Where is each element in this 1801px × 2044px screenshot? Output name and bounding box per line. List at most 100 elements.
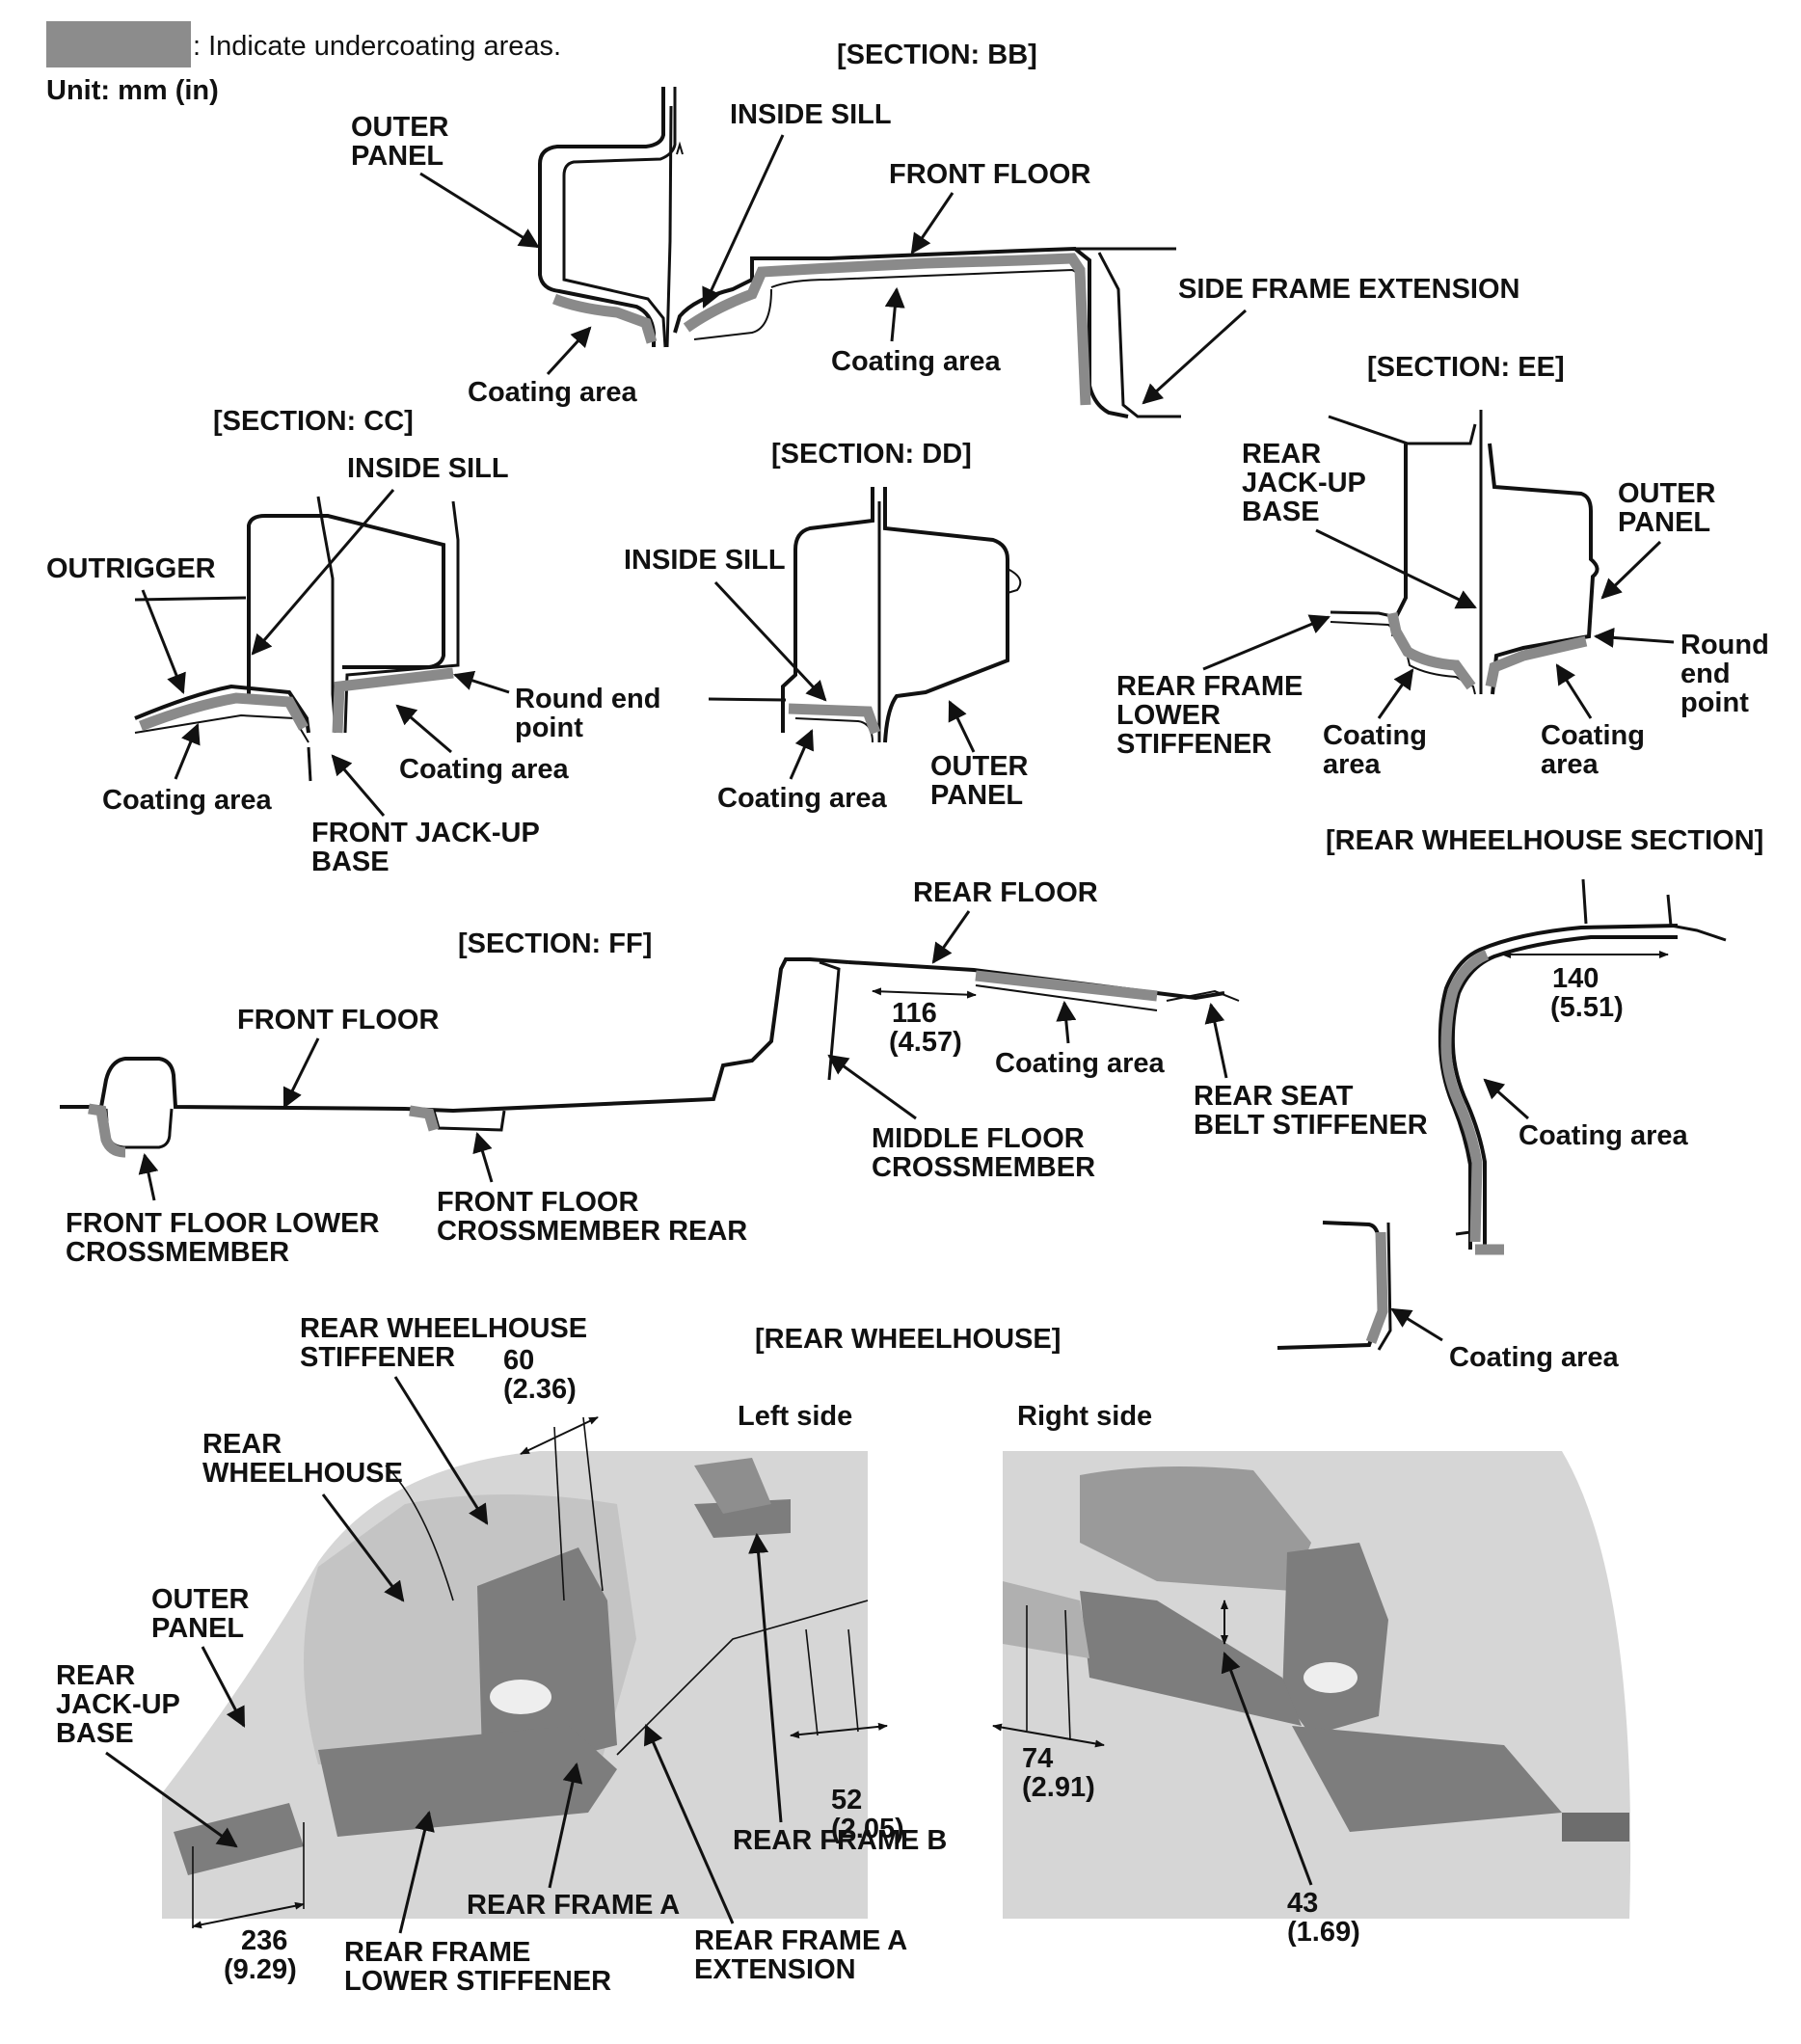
ff-dim-116-b: (4.57)	[889, 1027, 962, 1058]
cc-inside-sill-leader	[251, 489, 395, 656]
rw-stiffener-leader	[393, 1376, 489, 1525]
rw-dim-43-leader	[1221, 1652, 1313, 1886]
bb-outer-panel-shape	[538, 87, 665, 347]
ee-rear-frame-lower-label-1: REAR FRAME	[1116, 671, 1303, 702]
rws-dim-140-b: (5.51)	[1550, 992, 1624, 1023]
rw-rear-jack-up-label-3: BASE	[56, 1718, 134, 1749]
rw-dim-60-b: (2.36)	[503, 1374, 577, 1405]
rw-frame-a-ext-label-1: REAR FRAME A	[694, 1925, 907, 1956]
rw-rear-jack-up-label-2: JACK-UP	[56, 1689, 180, 1720]
rw-rear-jack-up-leader	[105, 1751, 238, 1848]
rws-stub-2	[1666, 894, 1727, 942]
ee-coating-left-leader	[1377, 668, 1414, 719]
rw-dim-60-ext-1	[553, 1426, 565, 1601]
rear-wheelhouse-section: [REAR WHEELHOUSE SECTION] 140 (5.51) Coa…	[1277, 825, 1763, 1373]
cc-coating-right-leader	[395, 704, 452, 754]
section-cc: [SECTION: CC] INSIDE SILL OUTRIGGER Roun…	[46, 406, 660, 877]
ee-coating-left	[1386, 611, 1476, 690]
cc-outrigger-label: OUTRIGGER	[46, 553, 216, 584]
rws-coating-2-label: Coating area	[1449, 1342, 1620, 1373]
ff-middle-xm-label-1: MIDDLE FLOOR	[872, 1123, 1085, 1154]
ff-coating-rear-xm	[409, 1105, 440, 1132]
ff-rear-floor-leader	[931, 910, 971, 964]
bb-coating-left-label: Coating area	[468, 377, 638, 408]
bb-coating-right-leader	[884, 286, 905, 342]
ff-rear-seat-label-1: REAR SEAT	[1194, 1081, 1354, 1112]
section-ee: [SECTION: EE] REAR JACK-UP BASE OUTER PA…	[1116, 352, 1769, 780]
rw-rear-frame-a-label: REAR FRAME A	[467, 1890, 680, 1921]
dd-coating-label: Coating area	[717, 783, 888, 814]
rw-outer-panel-label-2: PANEL	[151, 1613, 244, 1644]
rw-wheelhouse-leader	[321, 1493, 405, 1602]
ff-lower-xm-label-1: FRONT FLOOR LOWER	[66, 1208, 379, 1239]
cc-jack-base	[307, 746, 312, 782]
ff-front-floor-leader	[282, 1037, 320, 1109]
cc-center-web	[316, 496, 337, 734]
cc-outer-shape	[247, 514, 445, 694]
ee-rear-jack-up-label-1: REAR	[1242, 439, 1321, 470]
rw-dim-60-a: 60	[503, 1345, 534, 1376]
ee-jack-base	[1330, 610, 1397, 619]
bb-side-frame-ext	[1097, 252, 1181, 418]
ee-rear-frame-lower-leader	[1202, 614, 1331, 671]
dd-floor-line	[708, 697, 787, 702]
ee-coating-right-leader	[1555, 663, 1593, 719]
rw-wheelhouse-label-1: REAR	[202, 1429, 282, 1460]
ee-rear-jack-up-label-3: BASE	[1242, 497, 1320, 527]
section-ee-title: [SECTION: EE]	[1367, 352, 1565, 383]
section-dd: [SECTION: DD] INSIDE SILL Coating area O…	[624, 439, 1029, 814]
dd-inner-shape	[781, 487, 874, 733]
bb-coating-left	[551, 293, 658, 344]
dd-coating-leader	[789, 729, 814, 780]
cc-coating-left-label: Coating area	[102, 785, 273, 816]
rw-stiffener-label-1: REAR WHEELHOUSE	[300, 1313, 587, 1344]
ff-lower-crossmember	[104, 1108, 174, 1149]
rw-dim-236-a: 236	[241, 1925, 287, 1956]
bb-bracket	[676, 141, 684, 155]
rws-foot	[1455, 1230, 1471, 1236]
bb-front-floor	[673, 246, 1129, 418]
rw-dim-74-b: (2.91)	[1022, 1772, 1095, 1803]
section-ff: [SECTION: FF] 116 (4.57) REAR FLOOR FRON…	[60, 877, 1428, 1268]
bb-outer-panel-label-1: OUTER	[351, 112, 449, 143]
cc-inside-sill-label: INSIDE SILL	[347, 453, 509, 484]
cc-outrigger-leader	[141, 589, 186, 694]
ff-xm-rear-label-1: FRONT FLOOR	[437, 1187, 638, 1218]
bb-front-floor-leader	[910, 192, 954, 255]
cc-front-jack-up-label-2: BASE	[311, 847, 390, 877]
ff-coating-rear-floor	[975, 970, 1158, 1002]
rws-coating-2-leader	[1390, 1307, 1443, 1342]
rw-right-side-label: Right side	[1017, 1401, 1152, 1432]
ff-middle-xm-leader	[827, 1054, 917, 1120]
cc-outrigger	[134, 684, 310, 734]
rws-arch-inner	[1450, 935, 1678, 1250]
rws-coating-1-label: Coating area	[1519, 1120, 1689, 1151]
rw-rear-jack-up-label-1: REAR	[56, 1660, 135, 1691]
rw-outer-panel-label-1: OUTER	[151, 1584, 250, 1615]
rws-flange-shape	[1277, 1221, 1384, 1350]
rws-stub-1	[1581, 878, 1588, 925]
rw-frame-a-ext-leader	[643, 1724, 735, 1924]
rws-dim-140-a: 140	[1552, 963, 1599, 994]
rw-dim-43-a: 43	[1287, 1888, 1318, 1919]
cc-right-flange	[343, 500, 460, 734]
rw-lower-stiffener-label-1: REAR FRAME	[344, 1937, 530, 1968]
rw-dim-74-ext-2	[1064, 1609, 1071, 1741]
rw-rear-frame-b-leader	[748, 1532, 783, 1823]
rw-dim-52-line	[790, 1722, 888, 1739]
rw-rear-frame-b-label: REAR FRAME B	[733, 1825, 947, 1856]
dd-inside-sill-label: INSIDE SILL	[624, 545, 786, 576]
ff-coating-label: Coating area	[995, 1048, 1166, 1079]
legend-text: : Indicate undercoating areas.	[193, 31, 561, 62]
rws-coating	[1440, 949, 1490, 1243]
rw-left-side-label: Left side	[738, 1401, 852, 1432]
section-cc-title: [SECTION: CC]	[213, 406, 414, 437]
rw-dim-52-ext-2	[847, 1628, 859, 1733]
dd-outer-panel-label-2: PANEL	[930, 780, 1023, 811]
unit-label: Unit: mm (in)	[46, 75, 219, 106]
ff-coating-rear-floor-line	[975, 984, 1158, 1011]
ee-round-end-label-3: point	[1680, 687, 1749, 718]
bb-outer-panel-leader	[419, 172, 540, 249]
ee-rear-frame-lower-label-3: STIFFENER	[1116, 729, 1272, 760]
